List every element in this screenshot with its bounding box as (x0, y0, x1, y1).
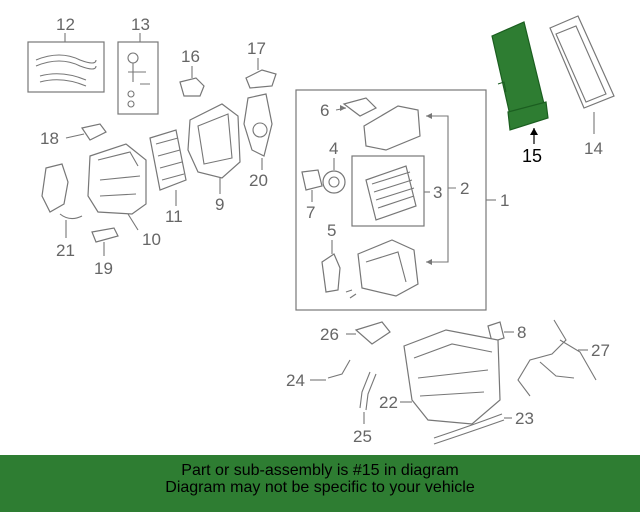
part-10-housing (87, 143, 147, 231)
callout-21: 21 (56, 241, 75, 260)
part-19-seal (91, 227, 119, 256)
callout-18: 18 (40, 129, 59, 148)
part-24-pipe (310, 359, 351, 381)
callout-25: 25 (353, 427, 372, 446)
callout-22: 22 (379, 393, 398, 412)
part-20-motor (243, 93, 273, 170)
parts-diagram: 1 2 3 4 5 6 7 8 9 10 11 12 13 14 15 16 1… (27, 15, 615, 446)
part-case-lower (345, 239, 419, 299)
notice-banner: Part or sub-assembly is #15 in diagram D… (0, 455, 640, 512)
callout-7: 7 (306, 203, 315, 222)
part-11-filter (149, 129, 187, 206)
part-13-hardware (117, 41, 159, 115)
callout-12: 12 (56, 15, 75, 34)
part-27-harness (517, 319, 597, 397)
callout-20: 20 (249, 171, 268, 190)
callout-8: 8 (517, 323, 526, 342)
callout-9: 9 (215, 195, 224, 214)
callout-17: 17 (247, 39, 266, 58)
callout-24: 24 (286, 371, 305, 390)
part-7-actuator (301, 169, 323, 202)
leader-2 (426, 115, 456, 263)
callout-5: 5 (327, 221, 336, 240)
part-25-hose (359, 371, 377, 424)
part-15-highlighted (491, 21, 549, 144)
banner-line-1: Part or sub-assembly is #15 in diagram (181, 462, 459, 479)
part-4-actuator (322, 158, 346, 194)
callout-19: 19 (94, 259, 113, 278)
callout-13: 13 (131, 15, 150, 34)
callout-27: 27 (591, 341, 610, 360)
callout-15: 15 (522, 146, 542, 166)
callout-26: 26 (320, 325, 339, 344)
part-26-duct (346, 321, 391, 345)
banner-line-2: Diagram may not be specific to your vehi… (165, 479, 475, 496)
part-21-bracket (41, 163, 83, 238)
callout-10: 10 (142, 230, 161, 249)
part-22-housing (400, 329, 501, 425)
part-23-hose (433, 413, 512, 445)
part-12-hose (27, 41, 105, 93)
callout-1: 1 (500, 191, 509, 210)
part-5-duct (321, 240, 341, 293)
callout-4: 4 (329, 139, 338, 158)
callout-2: 2 (460, 179, 469, 198)
part-6-case-upper (335, 97, 421, 151)
arrowheads (340, 105, 538, 265)
part-8-sensor (487, 321, 514, 343)
part-14-panel (549, 15, 615, 134)
part-16-sensor (179, 66, 205, 97)
part-3-evaporator (365, 165, 417, 221)
callout-6: 6 (320, 101, 329, 120)
part-9-case (187, 103, 241, 194)
callout-23: 23 (515, 409, 534, 428)
part-18-clip (65, 123, 107, 141)
callout-14: 14 (584, 139, 603, 158)
callout-11: 11 (165, 207, 183, 226)
callout-16: 16 (181, 47, 200, 66)
part-17-bracket (245, 58, 277, 89)
callout-3: 3 (433, 183, 442, 202)
